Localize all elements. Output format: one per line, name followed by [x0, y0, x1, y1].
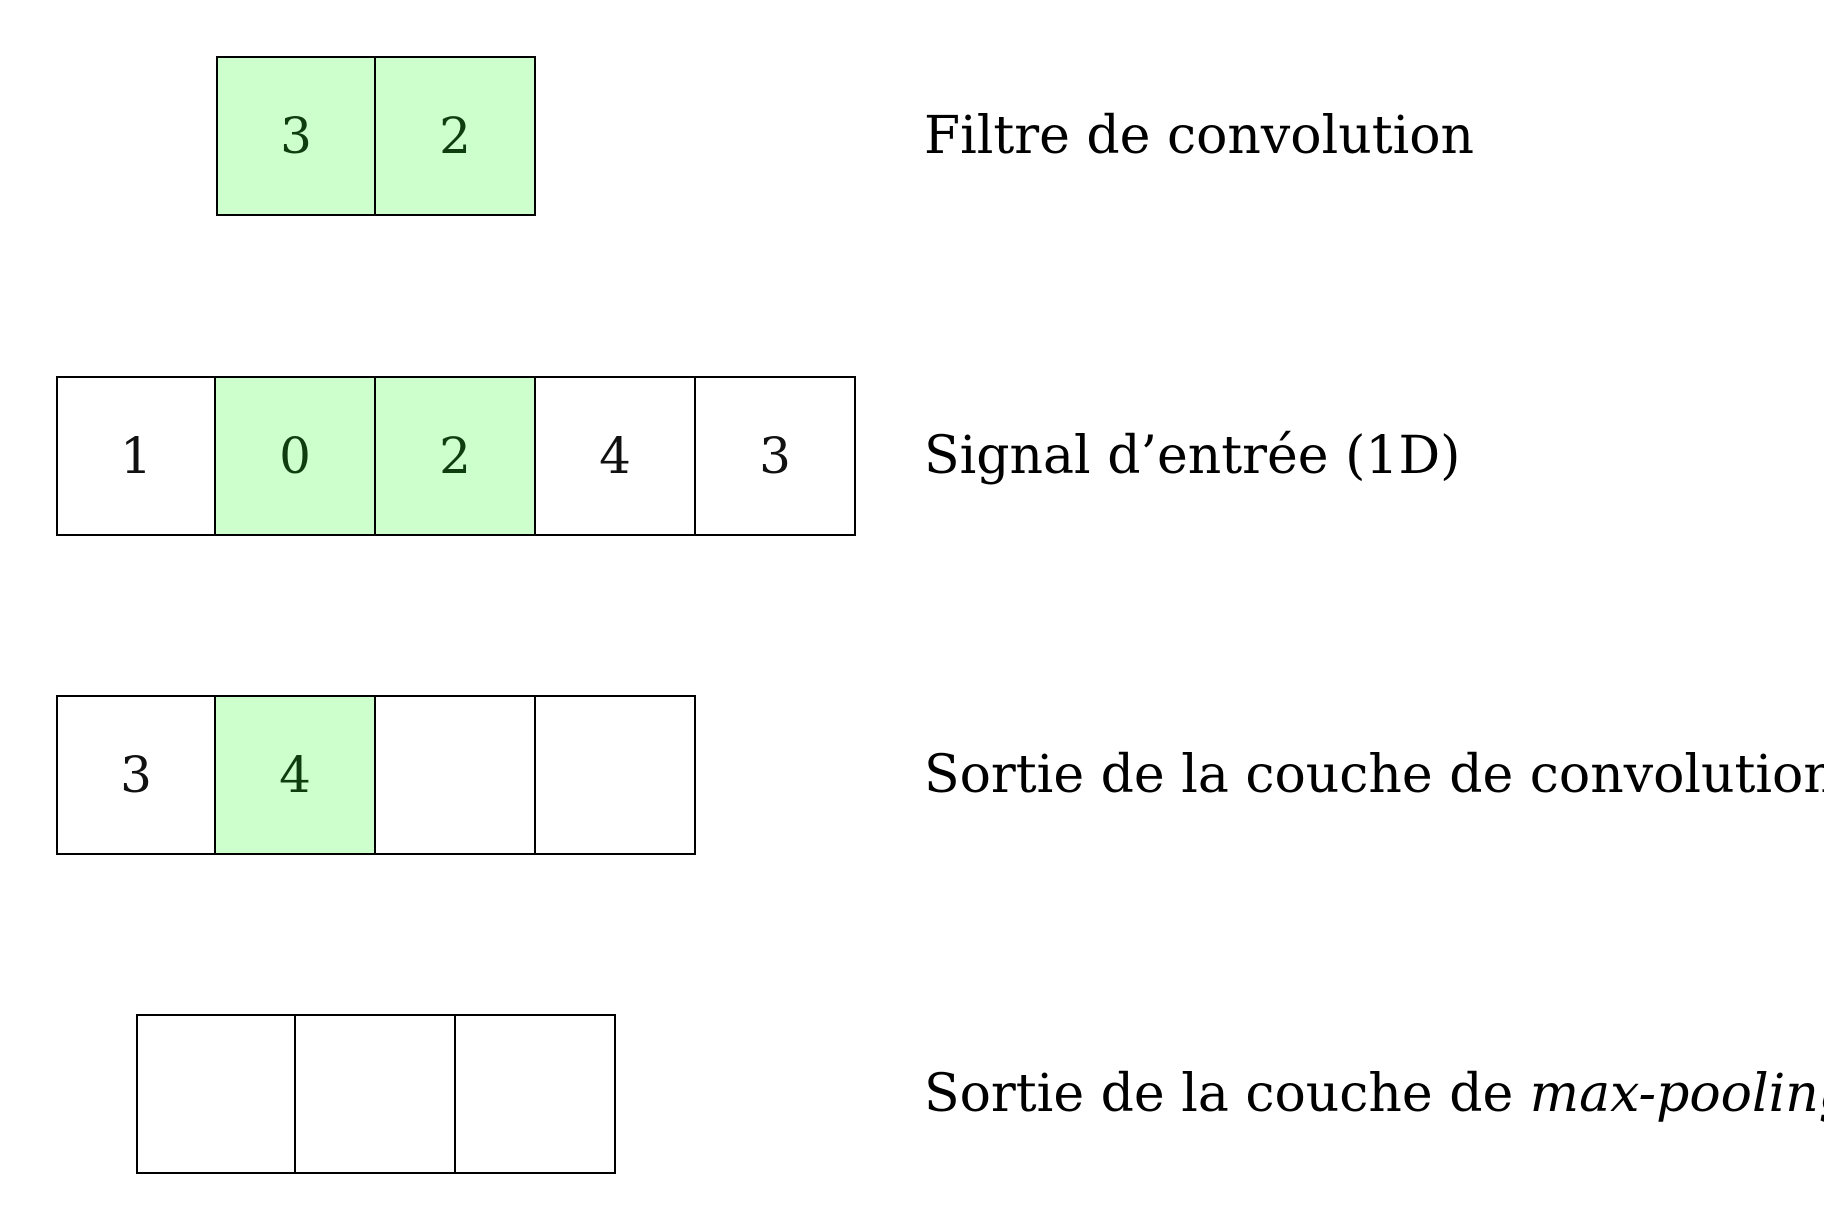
conv-output-row: 3 4 Sortie de la couche de convolution: [0, 695, 1824, 855]
pooling-output-label: Sortie de la couche de max-pooling: [924, 1014, 1824, 1174]
pooling-output-cell: [136, 1014, 296, 1174]
filter-cells: 3 2: [216, 56, 536, 216]
input-signal-label: Signal d’entrée (1D): [924, 426, 1461, 486]
pooling-output-label-italic: max-pooling: [1529, 1064, 1824, 1124]
pooling-output-cells: [136, 1014, 616, 1174]
conv-output-cell: 4: [216, 695, 376, 855]
filter-cell: 2: [376, 56, 536, 216]
conv-output-label: Sortie de la couche de convolution: [924, 745, 1824, 805]
conv-output-cell: 3: [56, 695, 216, 855]
input-cell: 2: [376, 376, 536, 536]
pooling-output-cell: [456, 1014, 616, 1174]
filter-label: Filtre de convolution: [924, 106, 1475, 166]
pooling-output-label-prefix: Sortie de la couche de: [924, 1064, 1530, 1124]
conv-output-cell: [536, 695, 696, 855]
conv-output-cells: 3 4: [56, 695, 696, 855]
pooling-output-cell: [296, 1014, 456, 1174]
input-cell: 0: [216, 376, 376, 536]
filter-cell: 3: [216, 56, 376, 216]
input-signal-cells: 1 0 2 4 3: [56, 376, 856, 536]
input-cell: 1: [56, 376, 216, 536]
input-signal-row: 1 0 2 4 3 Signal d’entrée (1D): [0, 376, 1824, 536]
input-cell: 4: [536, 376, 696, 536]
filter-row: 3 2 Filtre de convolution: [0, 56, 1824, 216]
pooling-output-row: Sortie de la couche de max-pooling: [0, 1014, 1824, 1174]
conv-output-cell: [376, 695, 536, 855]
input-cell: 3: [696, 376, 856, 536]
